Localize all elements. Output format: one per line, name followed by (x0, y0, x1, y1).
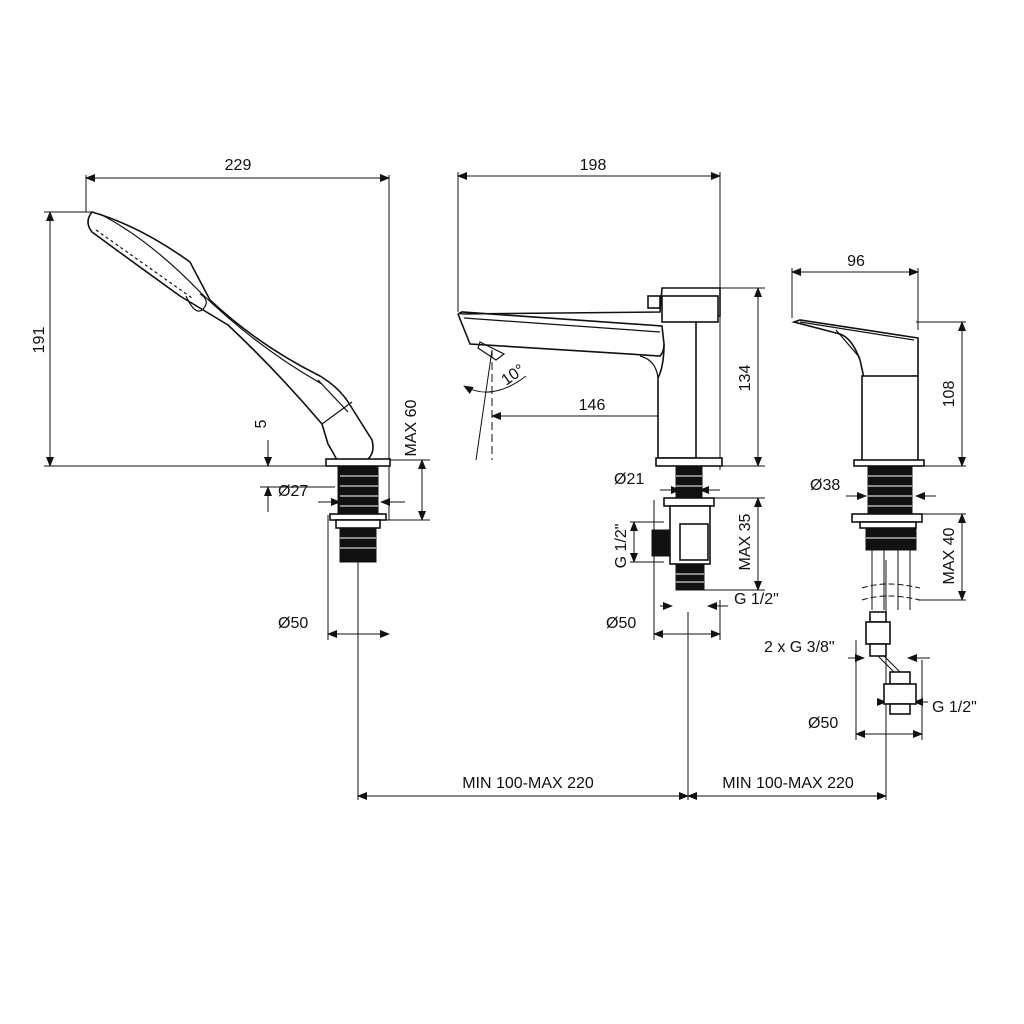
spout-width-label: 198 (580, 157, 607, 174)
spout-reach-label: 146 (579, 397, 606, 414)
mixer-width-label: 96 (847, 253, 865, 270)
mixer-base-dia-label: Ø50 (808, 715, 838, 732)
spout-height-label: 134 (737, 365, 754, 392)
spout-max-label: MAX 35 (737, 513, 754, 570)
shower-gap-label: 5 (253, 419, 270, 428)
mixer-height-label: 108 (941, 381, 958, 408)
spout-mount (651, 457, 723, 591)
spout-bottom-thread-label: G 1/2" (734, 591, 779, 608)
spout-hole-dia-label: Ø21 (614, 471, 644, 488)
hand-shower-view: 229 191 5 MAX 60 Ø27 Ø50 (31, 157, 430, 800)
mixer-hose-thread-label: 2 x G 3/8" (764, 639, 835, 656)
spout-base-dia-label: Ø50 (606, 615, 636, 632)
spacing-right-label: MIN 100-MAX 220 (722, 775, 854, 792)
spout-view: 198 134 MAX 35 146 10° Ø21 G 1/2" G 1/2"… (457, 157, 779, 800)
spacing-dimensions: MIN 100-MAX 220 MIN 100-MAX 220 (357, 775, 887, 800)
shower-hole-dia-label: Ø27 (278, 483, 308, 500)
mixer-view: 96 108 MAX 40 Ø38 2 x G 3/8" G 1/2" Ø50 (764, 253, 977, 800)
mixer-hole-dia-label: Ø38 (810, 477, 840, 494)
mixer-max-label: MAX 40 (941, 527, 958, 584)
spacing-left-label: MIN 100-MAX 220 (462, 775, 594, 792)
mixer-body (791, 319, 919, 465)
hand-shower-body (87, 211, 374, 463)
spout-angle-label: 10° (499, 361, 529, 389)
spout-side-thread-label: G 1/2" (613, 524, 630, 569)
spout-body (457, 287, 721, 459)
shower-max-label: MAX 60 (403, 399, 420, 456)
shower-height-label: 191 (31, 327, 48, 354)
mixer-bottom-thread-label: G 1/2" (932, 699, 977, 716)
mixer-mount (851, 459, 925, 551)
shower-mount (325, 458, 391, 563)
shower-width-label: 229 (225, 157, 252, 174)
mixer-hoses (861, 550, 921, 715)
shower-base-dia-label: Ø50 (278, 615, 308, 632)
